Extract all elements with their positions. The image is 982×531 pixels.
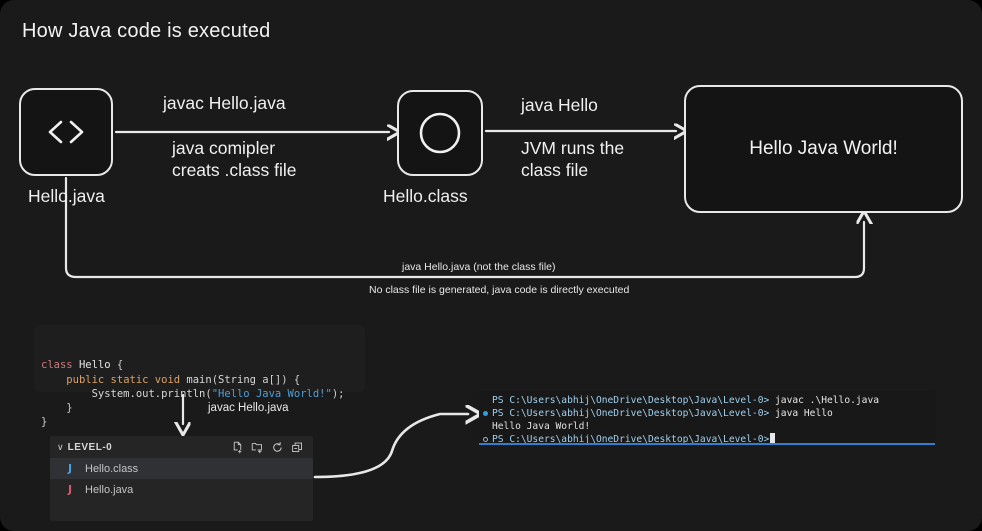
bypass-note-top: java Hello.java (not the class file) [402,261,556,273]
code-token: ( [211,373,219,386]
terminal-line: PS C:\Users\abhij\OneDrive\Desktop\Java\… [479,433,935,445]
node-source-file[interactable] [19,88,113,176]
edge-label-compile-command: javac Hello.java [163,93,286,113]
code-token: { [110,359,124,372]
terminal-line: PS C:\Users\abhij\OneDrive\Desktop\Java\… [479,407,935,420]
code-token: "Hello Java World!" [211,387,332,400]
terminal-gutter-empty [479,420,492,433]
file-explorer-panel: ∨ LEVEL-0 [50,436,313,521]
code-token: public static void [66,373,187,386]
java-code-snippet: class Hello { public static void main(St… [34,325,365,428]
code-token: Hello [78,359,111,372]
terminal-line: PS C:\Users\abhij\OneDrive\Desktop\Java\… [479,394,935,407]
edge-label-run-desc-line2: class file [521,159,589,180]
node-label-source: Hello.java [28,186,105,206]
terminal-gutter-empty [479,394,492,407]
terminal-output: Hello Java World! [492,421,591,432]
arrow-label-javac: javac Hello.java [208,402,289,414]
new-folder-icon[interactable] [251,441,264,454]
explorer-file-item[interactable]: J Hello.java [50,479,313,500]
code-token: class [41,359,79,372]
chevron-down-icon[interactable]: ∨ [57,441,64,452]
node-label-output: Hello Java World! [749,138,898,159]
refresh-icon[interactable] [271,441,284,454]
node-program-output[interactable]: Hello Java World! [684,85,963,213]
page-title: How Java code is executed [22,20,271,42]
code-token [41,374,66,386]
terminal-line: Hello Java World! [479,420,935,433]
code-token: } [41,401,73,414]
terminal-gutter-marker [479,433,492,443]
code-line: } [41,415,357,429]
edge-label-compile-desc-line2: creats .class file [172,159,297,180]
powershell-terminal[interactable]: PS C:\Users\abhij\OneDrive\Desktop\Java\… [479,391,935,445]
node-label-class: Hello.class [383,186,468,206]
code-token: main [186,373,212,386]
edge-label-run-desc: JVM runs the class file [521,138,624,182]
code-token: } [41,416,48,429]
explorer-actions [231,441,304,454]
code-line: class Hello { [41,358,357,372]
code-line: public static void main(String a[]) { [41,373,357,387]
edge-label-run-command: java Hello [521,95,598,115]
code-token: ); [331,387,345,400]
edge-label-compile-desc-line1: java comipler [172,138,276,158]
terminal-command: javac .\Hello.java [769,395,879,406]
terminal-command: java Hello [769,408,833,419]
terminal-gutter-marker [479,407,492,420]
explorer-header[interactable]: ∨ LEVEL-0 [50,436,313,458]
terminal-cursor [770,433,776,443]
edge-label-compile-desc: java comipler creats .class file [172,138,296,182]
explorer-file-name: Hello.java [85,483,134,496]
code-token: System.out.println [91,387,206,400]
edge-label-run-desc-line1: JVM runs the [521,138,625,158]
explorer-folder-name: LEVEL-0 [67,441,113,453]
code-token: ( [205,387,212,400]
code-token: String [218,373,256,386]
java-file-icon: J [68,483,73,496]
code-token [41,388,92,400]
code-brackets-icon [21,90,111,174]
java-file-icon: J [68,462,73,475]
code-line: System.out.println("Hello Java World!"); [41,387,357,401]
code-token: a[]) { [255,373,301,386]
code-line: } [41,401,357,415]
collapse-all-icon[interactable] [291,441,304,454]
command-success-marker [483,411,488,416]
explorer-file-name: Hello.class [85,462,139,475]
terminal-line-list: PS C:\Users\abhij\OneDrive\Desktop\Java\… [479,394,935,445]
explorer-file-item[interactable]: J Hello.class [50,458,313,479]
terminal-prompt: PS C:\Users\abhij\OneDrive\Desktop\Java\… [492,434,770,445]
command-pending-marker [483,437,488,442]
node-class-file[interactable] [397,90,483,176]
circle-icon [399,92,481,174]
terminal-prompt: PS C:\Users\abhij\OneDrive\Desktop\Java\… [492,408,770,419]
terminal-prompt: PS C:\Users\abhij\OneDrive\Desktop\Java\… [492,395,770,406]
new-file-icon[interactable] [231,441,244,454]
bypass-note-bottom: No class file is generated, java code is… [369,284,630,296]
